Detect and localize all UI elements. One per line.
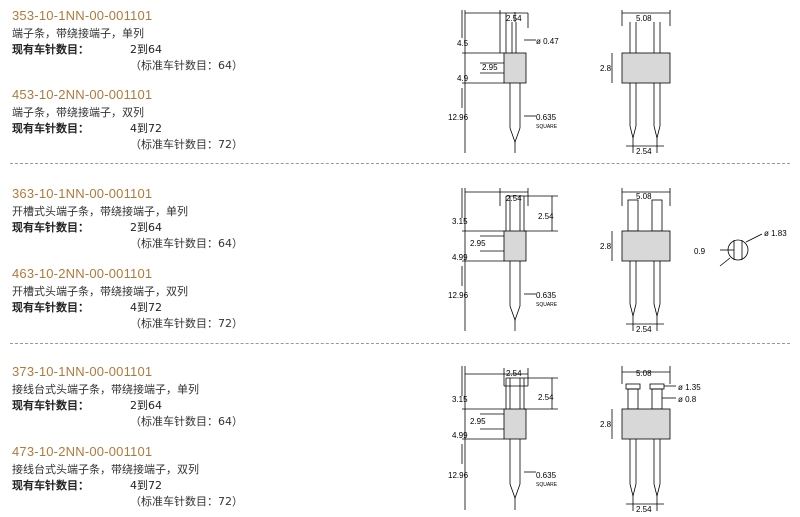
- part-number: 363-10-1NN-00-001101: [12, 186, 153, 201]
- dim-mid-b: 4.9: [457, 74, 469, 83]
- section-353: 353-10-1NN-00-001101 端子条，带绕接端子，单列 现有车针数目…: [0, 0, 800, 165]
- pin-count-label: 现有车针数目：: [12, 221, 89, 234]
- dim-slot: 2.54: [538, 212, 554, 221]
- standard-pin-count: （标准车针数目：64）: [130, 237, 243, 250]
- product-description: 端子条，带绕接端子，单列: [12, 27, 144, 40]
- standard-pin-count: （标准车针数目：72）: [130, 138, 243, 151]
- pin-count-label: 现有车针数目：: [12, 43, 89, 56]
- dim-square: 0.635: [536, 113, 557, 122]
- standard-pin-count: （标准车针数目：72）: [130, 495, 243, 508]
- dim-square: 0.635: [536, 471, 557, 480]
- standard-pin-count: （标准车针数目：64）: [130, 59, 243, 72]
- dim-lower: 12.96: [448, 291, 469, 300]
- dim-mid-a: 2.95: [470, 239, 486, 248]
- section-363: 363-10-1NN-00-001101 开槽式头端子条，带绕接端子，单列 现有…: [0, 180, 800, 345]
- pin-count-range: 2到64: [130, 43, 162, 56]
- product-description: 开槽式头端子条，带绕接端子，单列: [12, 205, 188, 218]
- dim-square-label: SQUARE: [536, 482, 558, 488]
- side-view-drawing: 4.5 2.95 4.9 12.96 2.54 ø 0.47 0.635 SQU…: [448, 10, 559, 153]
- front-view-drawing: 5.08 2.8 2.54: [600, 188, 671, 334]
- detail-view-drawing: 0.9 ø 1.83: [694, 229, 787, 267]
- dim-row-pitch: 5.08: [636, 192, 652, 201]
- dim-pin-dia: ø 0.47: [536, 37, 559, 46]
- standard-pin-count: （标准车针数目：64）: [130, 415, 243, 428]
- front-view-drawing: 5.08 ø 1.35 ø 0.8 2.8 2.54: [600, 366, 701, 514]
- pin-count-label: 现有车针数目：: [12, 301, 89, 314]
- product-description: 接线台式头端子条，带绕接端子，单列: [12, 383, 199, 396]
- part-number: 453-10-2NN-00-001101: [12, 87, 153, 102]
- dim-row-bottom: 2.54: [636, 325, 652, 334]
- pin-count-label: 现有车针数目：: [12, 122, 89, 135]
- part-number: 473-10-2NN-00-001101: [12, 444, 153, 459]
- dim-dia-shank: ø 0.8: [678, 395, 697, 404]
- part-number: 373-10-1NN-00-001101: [12, 364, 153, 379]
- pin-count-label: 现有车针数目：: [12, 399, 89, 412]
- dim-lower: 12.96: [448, 113, 469, 122]
- pin-count-range: 4到72: [130, 479, 162, 492]
- product-description: 开槽式头端子条，带绕接端子，双列: [12, 285, 188, 298]
- part-number: 353-10-1NN-00-001101: [12, 8, 153, 23]
- dim-upper: 3.15: [452, 395, 468, 404]
- dim-lower: 12.96: [448, 471, 469, 480]
- dim-upper: 3.15: [452, 217, 468, 226]
- dim-pitch-top: 2.54: [506, 14, 522, 23]
- side-view-drawing: 3.15 2.54 2.95 4.99 12.96 2.54 0.635 SQU…: [448, 188, 558, 331]
- dim-detail-dia: ø 1.83: [764, 229, 787, 238]
- pin-count-range: 2到64: [130, 399, 162, 412]
- section-divider: [10, 163, 790, 164]
- dim-height: 2.8: [600, 420, 612, 429]
- dim-square: 0.635: [536, 291, 557, 300]
- front-view-drawing: 5.08 2.8 2.54: [600, 10, 671, 156]
- dim-height: 2.8: [600, 242, 612, 251]
- section-373: 373-10-1NN-00-001101 接线台式头端子条，带绕接端子，单列 现…: [0, 358, 800, 517]
- dim-square-label: SQUARE: [536, 124, 558, 130]
- pin-count-range: 4到72: [130, 122, 162, 135]
- pin-count-range: 4到72: [130, 301, 162, 314]
- section-divider: [10, 343, 790, 344]
- pin-count-label: 现有车针数目：: [12, 479, 89, 492]
- dim-dia-head: ø 1.35: [678, 383, 701, 392]
- dim-mid-a: 2.95: [470, 417, 486, 426]
- dim-pitch-top: 2.54: [506, 194, 522, 203]
- dim-row-pitch: 5.08: [636, 14, 652, 23]
- dim-mid-b: 4.99: [452, 253, 468, 262]
- dim-slot: 2.54: [538, 393, 554, 402]
- side-view-drawing: 3.15 2.54 2.95 4.99 12.96 2.54 0.635 SQU…: [448, 366, 558, 510]
- product-description: 端子条，带绕接端子，双列: [12, 106, 144, 119]
- dim-row-pitch: 5.08: [636, 369, 652, 378]
- dim-row-bottom: 2.54: [636, 505, 652, 514]
- dim-pitch-top: 2.54: [506, 369, 522, 378]
- dim-upper: 4.5: [457, 39, 469, 48]
- part-number: 463-10-2NN-00-001101: [12, 266, 153, 281]
- dim-row-bottom: 2.54: [636, 147, 652, 156]
- dim-detail-a: 0.9: [694, 247, 706, 256]
- dim-square-label: SQUARE: [536, 302, 558, 308]
- dim-mid-b: 4.99: [452, 431, 468, 440]
- dim-mid-a: 2.95: [482, 63, 498, 72]
- standard-pin-count: （标准车针数目：72）: [130, 317, 243, 330]
- product-description: 接线台式头端子条，带绕接端子，双列: [12, 463, 199, 476]
- pin-count-range: 2到64: [130, 221, 162, 234]
- dim-height: 2.8: [600, 64, 612, 73]
